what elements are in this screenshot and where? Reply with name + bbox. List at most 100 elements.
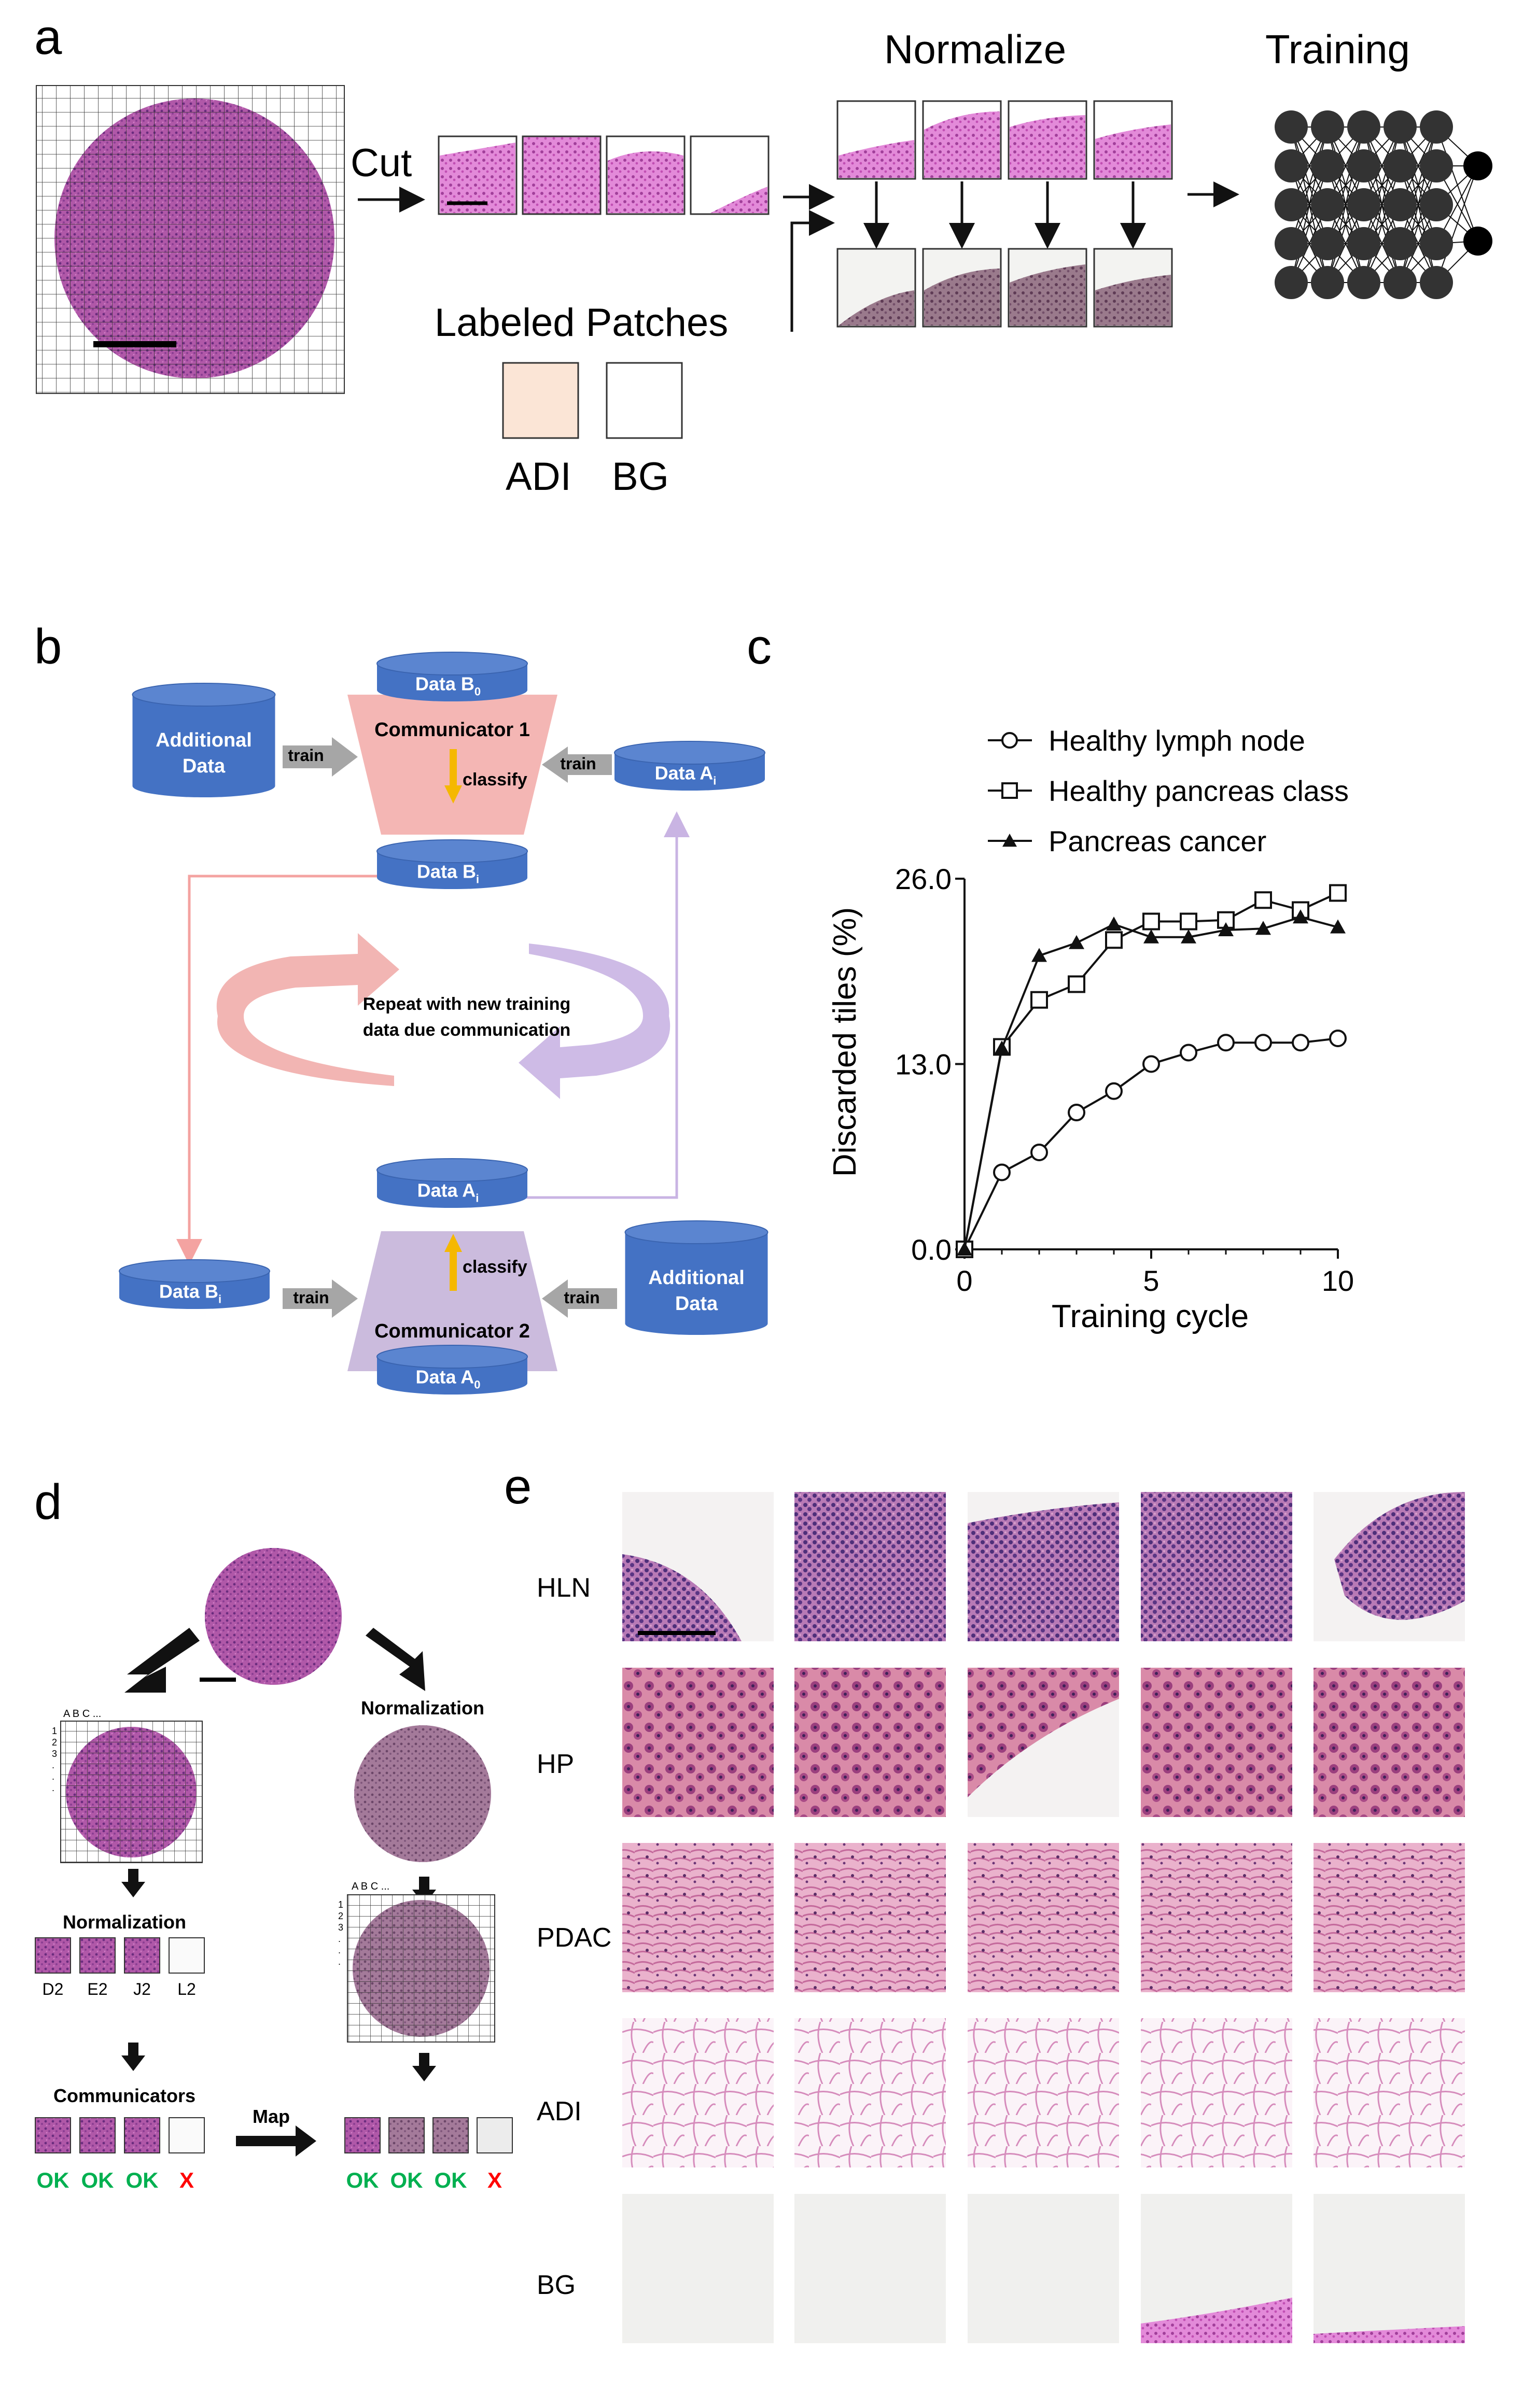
svg-text:Data A0: Data A0 [416, 1367, 481, 1391]
db-data-bi-top: Data Bi [376, 839, 528, 889]
data-point [1292, 1034, 1309, 1052]
chart-y-label: Discarded tiles (%) [827, 907, 863, 1177]
tile-label-e2: E2 [87, 1980, 107, 1998]
status-x-right: X [487, 2168, 502, 2192]
training-label: Training [1265, 26, 1410, 72]
classify-label-2: classify [463, 1257, 527, 1277]
legend-swatch-bg [606, 362, 683, 439]
neural-network-icon [1275, 110, 1492, 299]
example-tile [1314, 2018, 1465, 2167]
example-tile [1141, 2194, 1292, 2343]
data-point [1106, 917, 1122, 931]
row-label-hp: HP [537, 1749, 574, 1779]
data-point [1218, 922, 1234, 936]
y-tick-label: 0.0 [911, 1233, 952, 1266]
train-arrow-additional-2: train [542, 1279, 617, 1318]
example-tile [1141, 1668, 1292, 1817]
svg-text:train: train [288, 746, 324, 765]
arrow-down-left [124, 1628, 200, 1693]
svg-text:train: train [564, 1288, 599, 1307]
train-arrow-data-ai: train [542, 747, 612, 783]
nn-node [1311, 149, 1344, 182]
data-point [1069, 935, 1084, 949]
gridded-core-right [347, 1894, 495, 2043]
normalize-label: Normalize [884, 26, 1066, 72]
data-point [993, 1163, 1011, 1181]
nn-node [1420, 227, 1453, 260]
cut-patches [438, 135, 770, 215]
nn-edge [1327, 126, 1364, 244]
example-tile [622, 1492, 774, 1641]
arrow-down-right-1 [412, 1877, 436, 1905]
data-point [1105, 931, 1123, 949]
data-point [1142, 1055, 1160, 1073]
legend-marker [1001, 782, 1018, 799]
lavender-connector [526, 811, 690, 1199]
nn-edge [1363, 165, 1401, 283]
db-data-ai-bottom: Data Ai [376, 1158, 528, 1208]
nn-edge [1363, 126, 1401, 244]
tma-core-thumbnail [200, 1547, 345, 1690]
data-point [1217, 1034, 1235, 1052]
data-point [1180, 912, 1197, 931]
svg-text:.: . [52, 1760, 54, 1770]
nn-node [1275, 149, 1308, 182]
data-point [1143, 929, 1159, 944]
nn-edge [1400, 126, 1437, 244]
communicator-2-shape [347, 1231, 557, 1371]
arrow-down-right [366, 1628, 425, 1691]
data-point [1254, 891, 1272, 909]
arrow-down-left-2 [121, 2043, 145, 2071]
train-arrow-additional-1: train [283, 737, 358, 777]
legend-item: Healthy pancreas class [988, 774, 1349, 807]
svg-text:3: 3 [52, 1749, 57, 1759]
svg-text:3: 3 [338, 1922, 343, 1933]
example-tile [968, 1492, 1119, 1641]
nn-output-node [1463, 227, 1492, 256]
svg-text:Data Bi: Data Bi [417, 861, 479, 886]
svg-text:Data B0: Data B0 [415, 673, 481, 698]
nn-node [1384, 188, 1417, 221]
series-circle [956, 1030, 1347, 1258]
status-ok-1-right: OK [346, 2168, 379, 2192]
row-label-hln: HLN [537, 1573, 591, 1603]
example-tile [794, 1668, 946, 1817]
normalization-right-label: Normalization [361, 1697, 484, 1719]
panel-b-letter: b [34, 619, 62, 674]
svg-text:train: train [560, 754, 596, 773]
legend-marker [1001, 732, 1018, 749]
db-data-bi-left: Data Bi [119, 1259, 270, 1309]
example-tile [968, 2018, 1119, 2167]
data-point [1293, 909, 1308, 924]
svg-text:Data: Data [675, 1293, 718, 1315]
nn-node [1275, 227, 1308, 260]
svg-text:2: 2 [52, 1737, 57, 1748]
nn-node [1384, 110, 1417, 144]
tile-row-communicators [35, 2117, 205, 2153]
series-line [963, 916, 1338, 1250]
classify-arrow-1-head [444, 785, 462, 804]
row-label-bg: BG [537, 2270, 576, 2300]
gridded-core-left [60, 1721, 203, 1863]
nn-node [1311, 188, 1344, 221]
classify-label-1: classify [463, 770, 527, 790]
db-data-ai-right: Data Ai [614, 741, 765, 791]
normalize-patches [836, 100, 1173, 328]
panel-d: d Normalization A B C ... 1 2 3 . . . [34, 1474, 513, 2192]
nn-node [1384, 266, 1417, 299]
cycle-arrow-lavender [519, 944, 670, 1099]
data-point [1031, 948, 1047, 962]
example-tile [1141, 1492, 1292, 1641]
legend-item: Pancreas cancer [988, 825, 1266, 857]
tma-core-grid [36, 85, 345, 394]
train-arrow-data-bi: train [283, 1279, 358, 1318]
example-tile-grid [622, 1492, 1465, 2343]
example-tile [968, 1668, 1119, 1817]
grid-col-labels-left: A B C ... [63, 1708, 101, 1720]
classify-arrow-2-head [444, 1234, 462, 1252]
svg-text:Data Ai: Data Ai [655, 763, 717, 787]
nn-node [1347, 266, 1380, 299]
nn-node [1347, 110, 1380, 144]
